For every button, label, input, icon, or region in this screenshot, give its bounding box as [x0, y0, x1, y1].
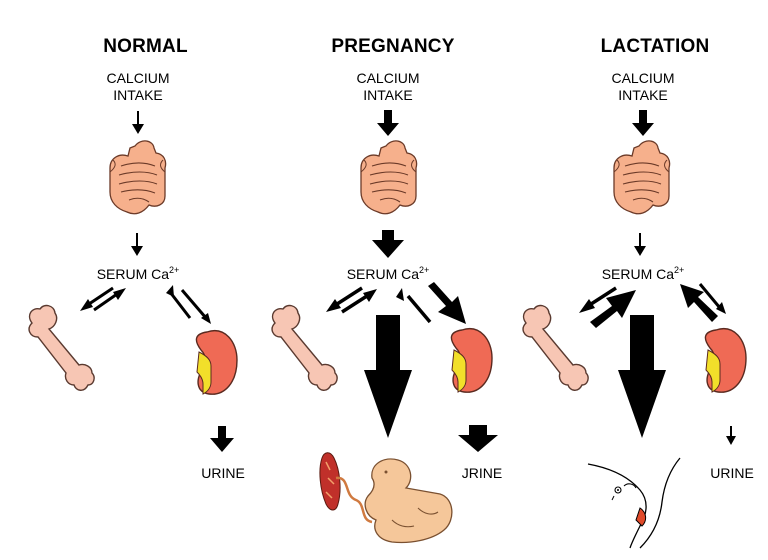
- arrow-absorption-normal: [131, 233, 143, 256]
- title-pregnancy: PREGNANCY: [331, 36, 455, 57]
- arrow-intake-normal: [132, 111, 144, 134]
- lactation-column: [522, 110, 747, 549]
- serum-text: SERUM Ca: [601, 266, 675, 282]
- urine-label-lactation: URINE: [710, 465, 754, 481]
- bone-icon: [271, 304, 338, 391]
- serum-label-lactation: SERUM Ca2+: [593, 265, 693, 282]
- arrow-absorption-lactation: [634, 233, 646, 256]
- intestine-icon: [613, 140, 671, 215]
- intake-line1: CALCIUM: [356, 70, 420, 86]
- arrow-urine-normal: [210, 426, 234, 452]
- serum-charge: 2+: [419, 265, 430, 275]
- intake-line2: INTAKE: [618, 87, 668, 103]
- serum-text: SERUM Ca: [96, 266, 170, 282]
- intestine-icon: [360, 140, 418, 215]
- pregnancy-column: [271, 110, 498, 544]
- arrow-intake-pregnancy: [377, 110, 399, 136]
- intake-label-pregnancy: CALCIUM INTAKE: [348, 70, 428, 104]
- kidney-icon: [450, 328, 493, 393]
- arrow-fetal-transfer: [364, 315, 412, 438]
- arrow-urine-lactation: [726, 426, 736, 445]
- bone-icon: [28, 304, 95, 391]
- serum-label-pregnancy: SERUM Ca2+: [338, 265, 438, 282]
- intake-line1: CALCIUM: [611, 70, 675, 86]
- serum-text: SERUM Ca: [346, 266, 420, 282]
- arrow-absorption-pregnancy: [372, 230, 404, 258]
- title-lactation: LACTATION: [600, 36, 710, 57]
- intake-line2: INTAKE: [113, 87, 163, 103]
- intake-label-normal: CALCIUM INTAKE: [98, 70, 178, 104]
- fetus-icon: [319, 452, 453, 544]
- intake-label-lactation: CALCIUM INTAKE: [603, 70, 683, 104]
- serum-charge: 2+: [169, 265, 180, 275]
- arrow-milk-transfer: [618, 315, 666, 438]
- intake-line2: INTAKE: [363, 87, 413, 103]
- serum-charge: 2+: [674, 265, 685, 275]
- intake-line1: CALCIUM: [106, 70, 170, 86]
- breastfeeding-icon: [587, 457, 681, 549]
- intestine-icon: [109, 140, 167, 215]
- arrow-intake-lactation: [632, 110, 654, 136]
- title-normal: NORMAL: [103, 36, 188, 57]
- urine-label-normal: URINE: [201, 465, 245, 481]
- kidney-icon: [704, 328, 747, 393]
- serum-label-normal: SERUM Ca2+: [88, 265, 188, 282]
- urine-label-pregnancy: JRINE: [461, 465, 503, 481]
- kidney-icon: [195, 330, 238, 395]
- arrow-urine-pregnancy: [458, 425, 498, 452]
- bone-icon: [522, 304, 589, 391]
- normal-column: [28, 111, 238, 452]
